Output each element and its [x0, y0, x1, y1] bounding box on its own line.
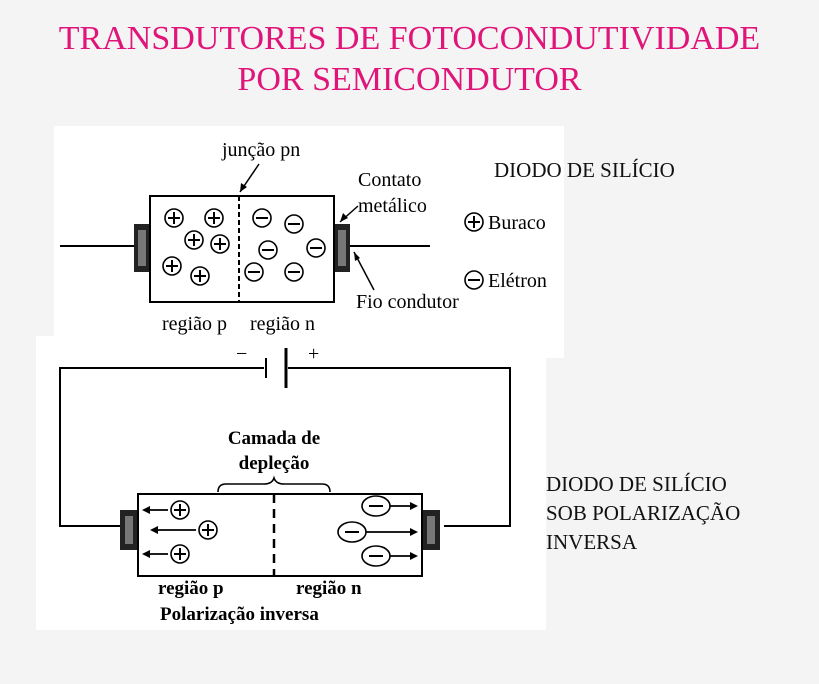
junction-arrowhead [240, 183, 247, 192]
depletion-label-line-1: Camada de [228, 428, 320, 449]
contact-label-line-1: Contato [358, 169, 421, 191]
circuit-wire-left [59, 367, 264, 527]
caption-line: INVERSA [546, 530, 638, 554]
right-contact-highlight [427, 516, 435, 544]
contact-arrowhead [340, 213, 348, 222]
region-p-label: região p [162, 313, 227, 335]
legend-hole-plus [468, 216, 480, 228]
region-p-label: região p [158, 578, 224, 599]
left-contact-highlight [125, 516, 133, 544]
circuit-wire-right [288, 367, 511, 527]
legend-hole-label: Buraco [488, 212, 546, 234]
right-contact-highlight [338, 230, 346, 266]
reverse-bias-diagram-panel: − + Camada de depleção [36, 336, 546, 630]
electron-minus-signs [248, 217, 322, 273]
reverse-bias-label: Polarização inversa [160, 604, 319, 625]
contact-label-line-2: metálico [358, 195, 427, 217]
caption-line: SOB POLARIZAÇÃO [546, 501, 741, 525]
wire-arrowhead [354, 252, 360, 261]
electron-particles [337, 495, 391, 567]
hole-arrowheads [142, 506, 158, 558]
region-n-label: região n [296, 578, 362, 599]
page-title-line-1: TRANSDUTORES DE FOTOCONDUTIVIDADE [58, 20, 761, 57]
legend-electron-label: Elétron [488, 270, 547, 292]
battery-plus-label: + [308, 343, 319, 365]
depletion-label-line-2: depleção [239, 453, 310, 474]
reverse-bias-caption: DIODO DE SILÍCIO SOB POLARIZAÇÃO INVERSA [546, 470, 740, 557]
hole-plus-signs [174, 504, 214, 560]
battery-minus-label: − [236, 343, 247, 365]
hole-plus-signs [166, 212, 226, 282]
electron-arrowheads [410, 502, 418, 560]
diode-diagram-panel: junção pn Contato metálico Fio condutor … [54, 126, 564, 358]
depletion-brace [217, 475, 331, 493]
caption-line: DIODO DE SILÍCIO [546, 472, 727, 496]
reverse-bias-diagram: − + Camada de depleção [59, 343, 511, 625]
junction-label: junção pn [221, 139, 300, 161]
wire-label: Fio condutor [356, 291, 459, 313]
left-contact-highlight [138, 230, 146, 266]
electron-minus-signs [345, 505, 383, 557]
diode-diagram: junção pn Contato metálico Fio condutor … [60, 139, 547, 335]
page-title-line-2: POR SEMICONDUTOR [237, 61, 582, 98]
region-n-label: região n [250, 313, 315, 335]
diode-caption: DIODO DE SILÍCIO [494, 158, 675, 182]
